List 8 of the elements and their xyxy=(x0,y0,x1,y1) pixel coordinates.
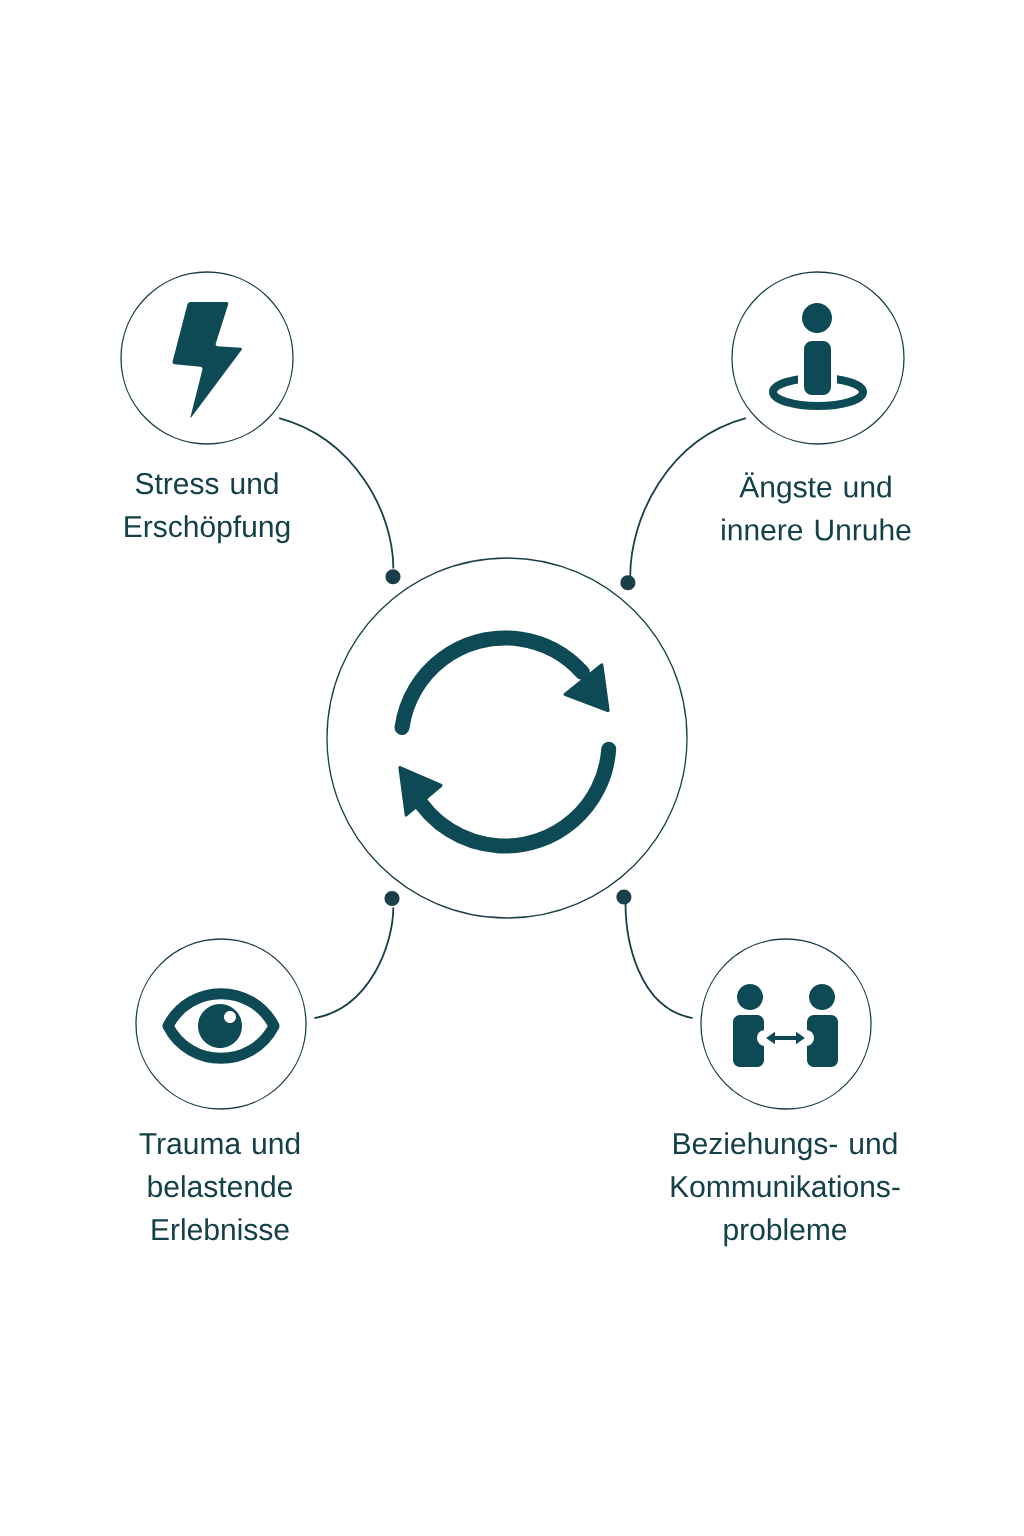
node-label: Stress und Erschöpfung xyxy=(125,472,290,544)
node-label: Ängste und innere Unruhe xyxy=(722,472,911,541)
connector xyxy=(629,417,747,578)
connector xyxy=(624,902,694,1019)
node-label: Trauma und belastende Erlebnisse xyxy=(139,1132,300,1241)
node-label: Beziehungs- und Kommunikations- probleme xyxy=(671,1132,900,1247)
connector xyxy=(313,906,395,1019)
connector xyxy=(278,417,395,570)
